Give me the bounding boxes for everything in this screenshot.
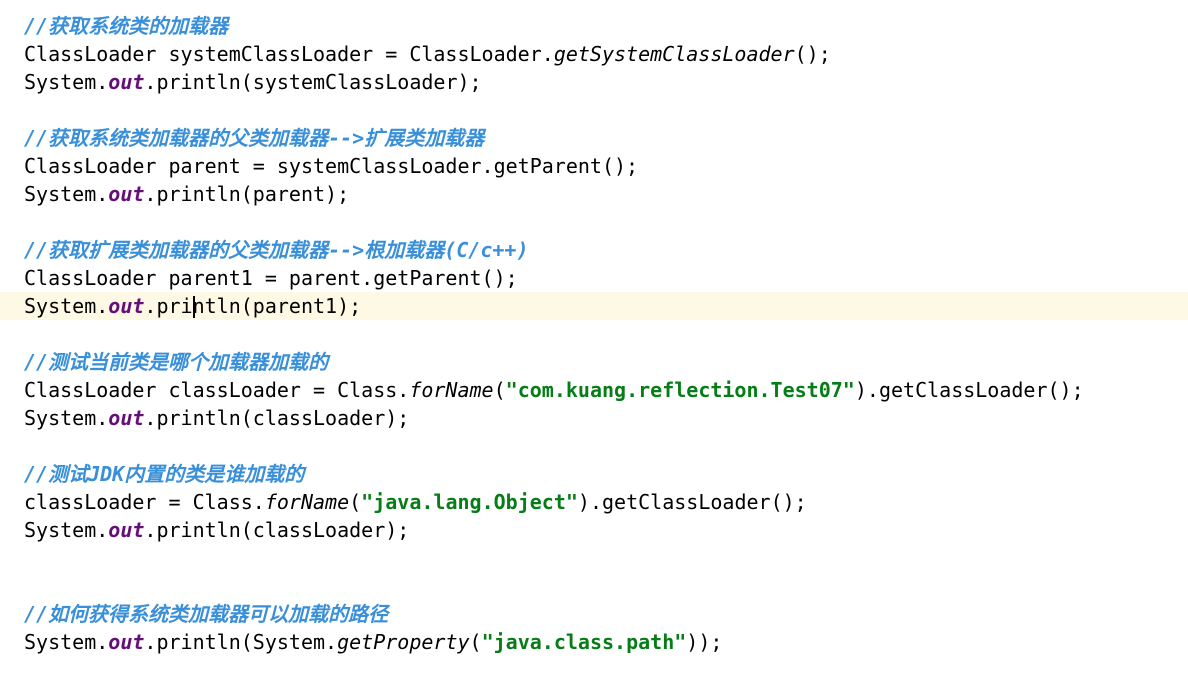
code-token: System. [24, 70, 109, 94]
string-literal-token: "com.kuang.reflection.Test07" [505, 378, 855, 402]
static-field-token: out [108, 294, 145, 318]
static-field-token: out [108, 182, 145, 206]
static-method-token: forName [264, 490, 350, 514]
code-token: ClassLoader parent1 = parent.getParent()… [24, 266, 518, 290]
comment-token: //测试当前类是哪个加载器加载的 [24, 350, 329, 374]
code-line[interactable] [0, 432, 1188, 460]
comment-token: //如何获得系统类加载器可以加载的路径 [24, 602, 389, 626]
string-literal-token: "java.class.path" [481, 630, 687, 654]
static-field-token: out [108, 406, 145, 430]
code-line[interactable] [0, 208, 1188, 236]
code-line[interactable] [0, 96, 1188, 124]
text-cursor [192, 296, 195, 318]
code-token: ( [493, 378, 506, 402]
code-token: classLoader = Class. [24, 490, 265, 514]
code-line[interactable]: //测试当前类是哪个加载器加载的 [0, 348, 1188, 376]
code-token: System. [24, 294, 109, 318]
code-token: ClassLoader classLoader = Class. [24, 378, 410, 402]
code-token: .println(systemClassLoader); [144, 70, 482, 94]
code-line[interactable] [0, 320, 1188, 348]
code-token: System. [24, 182, 109, 206]
static-field-token: out [108, 630, 145, 654]
code-token: ( [469, 630, 482, 654]
code-token: System. [24, 406, 109, 430]
code-line[interactable]: classLoader = Class.forName("java.lang.O… [0, 488, 1188, 516]
code-line[interactable]: ClassLoader classLoader = Class.forName(… [0, 376, 1188, 404]
code-line[interactable]: //获取系统类加载器的父类加载器-->扩展类加载器 [0, 124, 1188, 152]
code-line[interactable]: System.out.println(parent); [0, 180, 1188, 208]
code-line[interactable]: System.out.println(classLoader); [0, 404, 1188, 432]
static-method-token: getSystemClassLoader [553, 42, 795, 66]
static-field-token: out [108, 70, 145, 94]
code-token: .println(classLoader); [144, 518, 410, 542]
code-line-current[interactable]: System.out.println(parent1); [0, 292, 1188, 320]
code-token: ClassLoader parent = systemClassLoader.g… [24, 154, 639, 178]
static-field-token: out [108, 518, 145, 542]
code-token: ClassLoader systemClassLoader = ClassLoa… [24, 42, 554, 66]
code-line[interactable]: //获取扩展类加载器的父类加载器-->根加载器(C/c++) [0, 236, 1188, 264]
code-token: System. [24, 518, 109, 542]
comment-token: //测试JDK内置的类是谁加载的 [24, 462, 305, 486]
code-line[interactable]: ClassLoader parent1 = parent.getParent()… [0, 264, 1188, 292]
code-line[interactable]: //测试JDK内置的类是谁加载的 [0, 460, 1188, 488]
code-line[interactable]: System.out.println(classLoader); [0, 516, 1188, 544]
code-line[interactable]: ClassLoader parent = systemClassLoader.g… [0, 152, 1188, 180]
comment-token: //获取系统类加载器的父类加载器-->扩展类加载器 [24, 126, 485, 150]
comment-token: //获取系统类的加载器 [24, 14, 229, 38]
code-line[interactable]: //如何获得系统类加载器可以加载的路径 [0, 600, 1188, 628]
code-line[interactable]: System.out.println(System.getProperty("j… [0, 628, 1188, 656]
code-token: .println(parent1); [144, 294, 362, 318]
code-token: .println(parent); [144, 182, 350, 206]
code-line[interactable]: ClassLoader systemClassLoader = ClassLoa… [0, 40, 1188, 68]
code-token: .println(System. [144, 630, 338, 654]
static-method-token: forName [409, 378, 494, 402]
code-token: .println(classLoader); [144, 406, 410, 430]
code-token: System. [24, 630, 109, 654]
code-token: ).getClassLoader(); [577, 490, 807, 514]
code-line[interactable] [0, 572, 1188, 600]
code-line[interactable] [0, 544, 1188, 572]
code-editor[interactable]: //获取系统类的加载器 ClassLoader systemClassLoader… [0, 12, 1188, 656]
string-literal-token: "java.lang.Object" [361, 490, 578, 514]
static-method-token: getProperty [337, 630, 470, 654]
code-token: (); [794, 42, 831, 66]
comment-token: //获取扩展类加载器的父类加载器-->根加载器(C/c++) [24, 238, 529, 262]
code-line[interactable]: System.out.println(systemClassLoader); [0, 68, 1188, 96]
code-token: ( [349, 490, 362, 514]
code-token: ).getClassLoader(); [854, 378, 1084, 402]
code-token: )); [686, 630, 723, 654]
code-line[interactable]: //获取系统类的加载器 [0, 12, 1188, 40]
